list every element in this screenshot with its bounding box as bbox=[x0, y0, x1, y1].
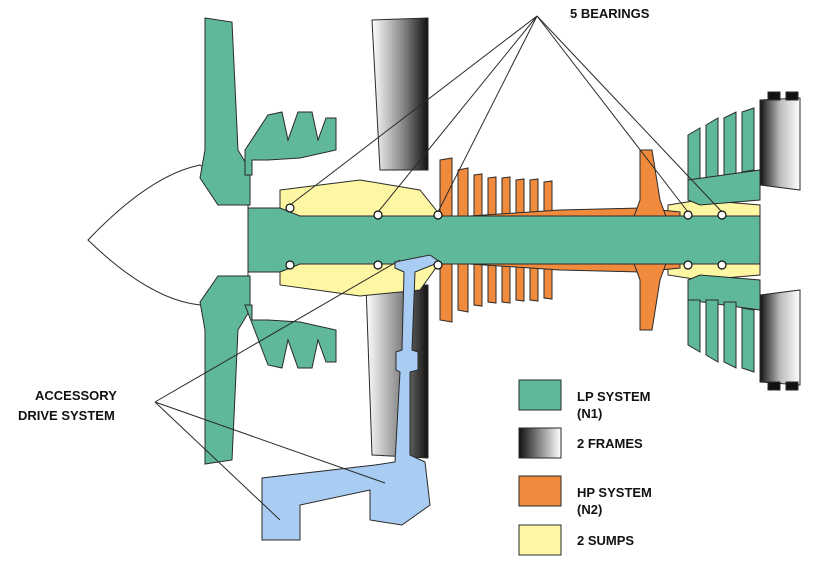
legend-label-sumps: 2 SUMPS bbox=[577, 533, 634, 548]
lp-system bbox=[199, 17, 761, 465]
bearing-callout-lines bbox=[289, 15, 723, 213]
bearing-5 bbox=[717, 210, 727, 220]
accessory-label-line2: DRIVE SYSTEM bbox=[18, 408, 115, 423]
accessory-callout-lines bbox=[154, 259, 401, 521]
legend-label-lp: LP SYSTEM bbox=[577, 389, 650, 404]
legend: LP SYSTEM (N1) 2 FRAMES HP SYSTEM (N2) 2… bbox=[518, 379, 652, 556]
legend-swatch-sumps bbox=[518, 524, 562, 556]
legend-label-frames: 2 FRAMES bbox=[577, 436, 643, 451]
bearing-1 bbox=[285, 203, 295, 213]
legend-swatch-lp bbox=[518, 379, 562, 411]
legend-sublabel-hp: (N2) bbox=[577, 502, 602, 517]
bearing-4 bbox=[683, 210, 693, 220]
legend-label-hp: HP SYSTEM bbox=[577, 485, 652, 500]
accessory-drive bbox=[261, 254, 442, 541]
legend-swatch-frames bbox=[518, 427, 562, 459]
bearing-2 bbox=[373, 210, 383, 220]
legend-sublabel-lp: (N1) bbox=[577, 406, 602, 421]
rear-frame bbox=[759, 91, 801, 391]
legend-swatch-hp bbox=[518, 475, 562, 507]
accessory-label-line1: ACCESSORY bbox=[35, 388, 117, 403]
bearings-label: 5 BEARINGS bbox=[570, 6, 650, 21]
bearing-3 bbox=[433, 210, 443, 220]
bearings bbox=[285, 203, 727, 270]
